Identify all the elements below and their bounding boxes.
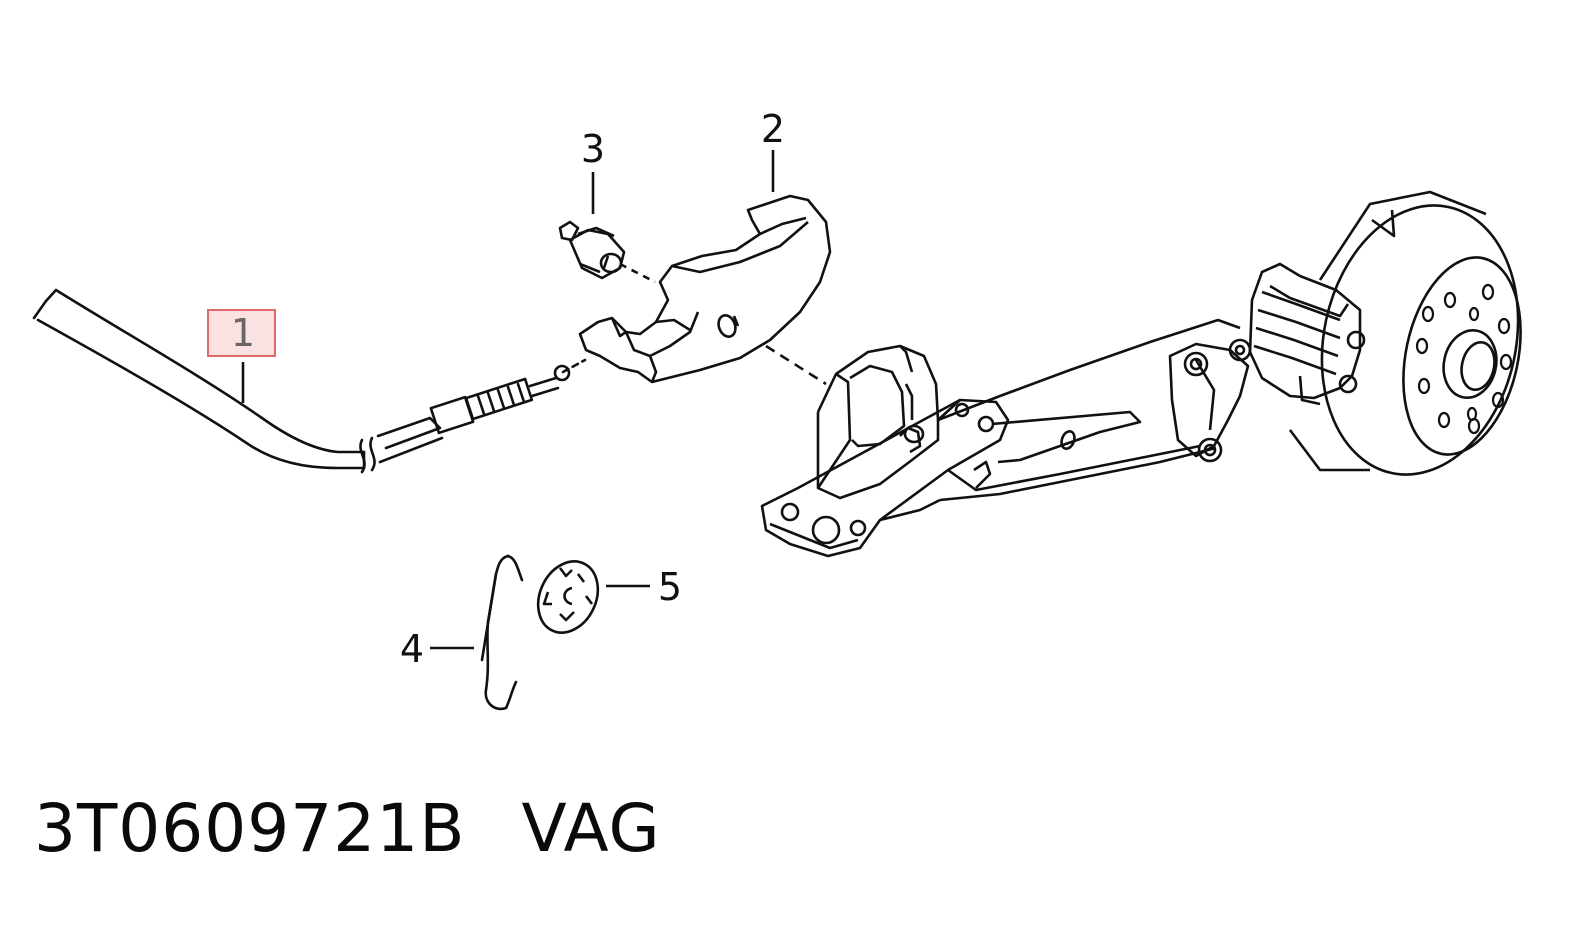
callout-1-highlight <box>207 309 276 357</box>
callout-3-label: 3 <box>581 127 605 171</box>
handbrake-cable[interactable] <box>32 288 587 474</box>
rear-axle-beam <box>760 318 1252 558</box>
spring-clip[interactable] <box>480 554 524 711</box>
bolt[interactable] <box>558 220 656 284</box>
callout-1[interactable]: 1 <box>207 309 276 403</box>
brand-name: VAG <box>521 790 661 867</box>
grommet[interactable] <box>527 552 609 643</box>
part-caption: 3T0609721B VAG <box>34 790 661 867</box>
callout-2-label: 2 <box>761 107 785 151</box>
callout-5[interactable]: 5 <box>606 565 682 609</box>
callout-2[interactable]: 2 <box>761 107 785 192</box>
cable-bracket[interactable] <box>578 194 832 386</box>
part-number: 3T0609721B <box>34 790 466 867</box>
callout-5-label: 5 <box>658 565 682 609</box>
callout-4[interactable]: 4 <box>400 627 474 671</box>
callout-1-label: 1 <box>231 311 255 355</box>
brake-disc-assembly <box>1248 190 1522 476</box>
callout-4-label: 4 <box>400 627 424 671</box>
callout-3[interactable]: 3 <box>581 127 605 214</box>
